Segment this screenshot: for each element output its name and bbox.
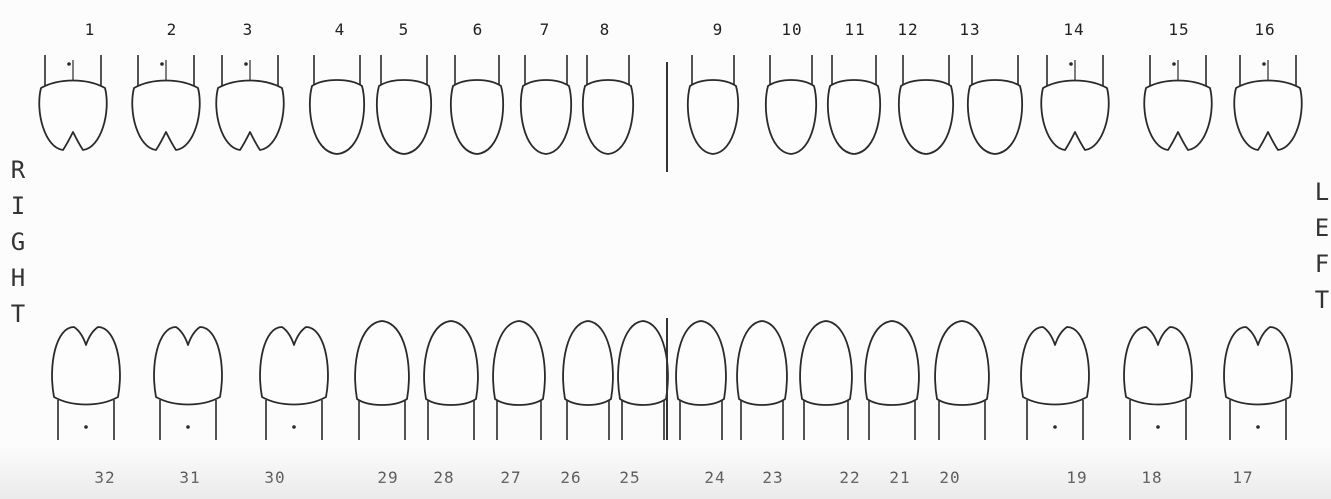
upper-tooth-6[interactable] bbox=[451, 55, 503, 154]
upper-tooth-number: 16 bbox=[1254, 20, 1275, 39]
lower-tooth-22[interactable] bbox=[800, 321, 852, 440]
tooth-crown bbox=[865, 321, 919, 405]
upper-tooth-9[interactable] bbox=[688, 55, 738, 154]
lower-tooth-17[interactable] bbox=[1224, 327, 1292, 440]
tooth-crown bbox=[521, 80, 571, 154]
lower-tooth-28[interactable] bbox=[424, 321, 478, 440]
upper-tooth-1[interactable] bbox=[39, 55, 106, 150]
tooth-crown bbox=[1144, 81, 1211, 151]
upper-tooth-number: 4 bbox=[335, 20, 346, 39]
upper-tooth-number: 13 bbox=[959, 20, 980, 39]
upper-tooth-13[interactable] bbox=[968, 55, 1022, 154]
lower-tooth-19[interactable] bbox=[1021, 327, 1089, 440]
lower-tooth-24[interactable] bbox=[676, 321, 726, 440]
upper-tooth-10[interactable] bbox=[766, 55, 816, 154]
tooth-crown bbox=[688, 80, 738, 154]
tooth-crown bbox=[563, 321, 613, 405]
upper-tooth-number: 8 bbox=[600, 20, 611, 39]
tooth-crown bbox=[39, 81, 106, 151]
tooth-crown bbox=[1041, 81, 1108, 151]
upper-tooth-11[interactable] bbox=[828, 55, 880, 154]
upper-tooth-number: 3 bbox=[243, 20, 254, 39]
tooth-crown bbox=[216, 81, 283, 151]
tooth-crown bbox=[583, 80, 633, 154]
upper-tooth-15[interactable] bbox=[1144, 55, 1211, 150]
lower-tooth-27[interactable] bbox=[493, 321, 545, 440]
tooth-crown bbox=[154, 327, 222, 405]
tooth-crown bbox=[935, 321, 989, 405]
tooth-crown bbox=[737, 321, 787, 405]
tooth-crown bbox=[1224, 327, 1292, 405]
left-label-letter: L bbox=[1315, 180, 1329, 204]
upper-midline bbox=[666, 62, 668, 172]
tooth-crown bbox=[377, 80, 431, 154]
right-label-letter: T bbox=[11, 302, 25, 326]
left-label-letter: T bbox=[1315, 288, 1329, 312]
lower-tooth-25[interactable] bbox=[618, 321, 668, 440]
tooth-crown bbox=[800, 321, 852, 405]
lower-tooth-32[interactable] bbox=[52, 327, 120, 440]
lower-midline bbox=[666, 318, 668, 440]
lower-tooth-21[interactable] bbox=[865, 321, 919, 440]
lower-tooth-30[interactable] bbox=[260, 327, 328, 440]
right-label-letter: G bbox=[11, 230, 25, 254]
upper-tooth-number: 15 bbox=[1168, 20, 1189, 39]
tooth-crown bbox=[1124, 327, 1192, 405]
upper-tooth-7[interactable] bbox=[521, 55, 571, 154]
tooth-crown bbox=[618, 321, 668, 405]
left-label-letter: F bbox=[1315, 252, 1329, 276]
upper-tooth-number: 12 bbox=[897, 20, 918, 39]
upper-tooth-number: 5 bbox=[399, 20, 410, 39]
tooth-crown bbox=[1021, 327, 1089, 405]
lower-tooth-29[interactable] bbox=[355, 321, 409, 440]
lower-tooth-23[interactable] bbox=[737, 321, 787, 440]
lower-tooth-18[interactable] bbox=[1124, 327, 1192, 440]
tooth-crown bbox=[132, 81, 199, 151]
upper-tooth-2[interactable] bbox=[132, 55, 199, 150]
upper-tooth-number: 11 bbox=[844, 20, 865, 39]
upper-tooth-number: 14 bbox=[1063, 20, 1084, 39]
upper-tooth-8[interactable] bbox=[583, 55, 633, 154]
upper-tooth-3[interactable] bbox=[216, 55, 283, 150]
upper-tooth-number: 9 bbox=[713, 20, 724, 39]
upper-tooth-number: 1 bbox=[85, 20, 96, 39]
lower-tooth-26[interactable] bbox=[563, 321, 613, 440]
tooth-crown bbox=[260, 327, 328, 405]
right-label-letter: I bbox=[11, 194, 25, 218]
upper-tooth-16[interactable] bbox=[1234, 55, 1301, 150]
right-label-letter: H bbox=[11, 266, 25, 290]
upper-tooth-4[interactable] bbox=[310, 55, 364, 154]
tooth-crown bbox=[424, 321, 478, 405]
left-label-letter: E bbox=[1315, 216, 1329, 240]
tooth-crown bbox=[968, 80, 1022, 154]
upper-tooth-number: 10 bbox=[781, 20, 802, 39]
tooth-crown bbox=[355, 321, 409, 405]
upper-tooth-number: 2 bbox=[167, 20, 178, 39]
lower-tooth-20[interactable] bbox=[935, 321, 989, 440]
tooth-crown bbox=[1234, 81, 1301, 151]
upper-tooth-12[interactable] bbox=[899, 55, 953, 154]
upper-tooth-number: 6 bbox=[473, 20, 484, 39]
tooth-crown bbox=[828, 80, 880, 154]
tooth-crown bbox=[766, 80, 816, 154]
tooth-crown bbox=[676, 321, 726, 405]
tooth-crown bbox=[52, 327, 120, 405]
tooth-crown bbox=[899, 80, 953, 154]
tooth-crown bbox=[451, 80, 503, 154]
upper-tooth-5[interactable] bbox=[377, 55, 431, 154]
upper-tooth-14[interactable] bbox=[1041, 55, 1108, 150]
scan-shade bbox=[0, 445, 1331, 499]
right-label-letter: R bbox=[11, 158, 25, 182]
tooth-crown bbox=[310, 80, 364, 154]
upper-tooth-number: 7 bbox=[540, 20, 551, 39]
tooth-crown bbox=[493, 321, 545, 405]
lower-tooth-31[interactable] bbox=[154, 327, 222, 440]
